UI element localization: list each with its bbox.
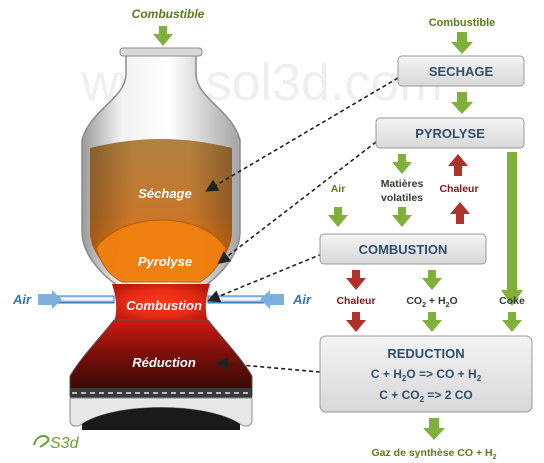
- arrow-air: [328, 207, 348, 227]
- process-flow: Combustible SECHAGE PYROLYSE Matières vo…: [319, 17, 533, 461]
- arrow-sechage-to-pyrolyse: [451, 92, 473, 114]
- r2-b: => 2 CO: [424, 388, 473, 402]
- box-pyrolyse: [375, 117, 525, 149]
- r1-b: O => CO + H: [406, 367, 476, 381]
- volatiles-label-2: volatiles: [381, 192, 423, 204]
- output-sub: 2: [493, 454, 497, 461]
- air-inlet-left: [38, 290, 115, 309]
- r1-a: C + H: [371, 367, 402, 381]
- h2o-sub: 2: [446, 302, 450, 309]
- sol3d-logo: S3d: [33, 435, 80, 452]
- arrow-chaleur-up-upper: [448, 154, 468, 176]
- air-right-label: Air: [292, 292, 312, 307]
- reactor-input-label: Combustible: [132, 7, 205, 21]
- box-pyrolyse-label: PYROLYSE: [415, 126, 485, 141]
- arrow-co2-upper: [422, 270, 442, 290]
- coke-label: Coke: [499, 295, 525, 307]
- chaleur-down-label: Chaleur: [336, 295, 375, 307]
- arrow-volatiles-upper: [392, 154, 412, 174]
- arrow-chaleur-down-upper: [346, 270, 366, 290]
- box-reduction-title: REDUCTION: [387, 346, 464, 361]
- arrow-input-to-sechage: [451, 32, 473, 54]
- reactor: Combustible Séchage Pyrolyse Combustion …: [12, 7, 312, 430]
- dashed-connectors: [205, 77, 399, 373]
- label-reduction: Réduction: [132, 355, 196, 370]
- chaleur-up-label: Chaleur: [439, 183, 478, 195]
- box-reduction: [319, 335, 533, 413]
- zone-pyrolyse: [95, 219, 227, 283]
- box-combustion-label: COMBUSTION: [359, 242, 448, 257]
- r2-a-sub: 2: [420, 395, 425, 404]
- air-left-label: Air: [12, 292, 32, 307]
- arrow-volatiles-lower: [392, 207, 412, 227]
- arrow-coke-lower: [502, 312, 522, 332]
- box-sechage: [397, 55, 525, 87]
- arrow-coke-long: [501, 152, 523, 306]
- flow-air-label: Air: [331, 183, 346, 195]
- arrow-co2-lower: [422, 312, 442, 332]
- connector-pyrolyse: [217, 141, 377, 264]
- logo-mark: [33, 435, 50, 448]
- box-sechage-label: SECHAGE: [429, 64, 494, 79]
- air-arrow-right: [260, 290, 284, 309]
- reaction-1: C + H2O => CO + H2: [371, 367, 482, 383]
- output-part-a: Gaz de synthèse CO + H: [372, 447, 493, 459]
- co2-part-a: CO: [406, 295, 422, 307]
- reactor-neck-ring: [119, 47, 203, 57]
- connector-sechage: [205, 77, 399, 192]
- logo-text: S3d: [50, 435, 80, 452]
- h2o-part-c: O: [449, 295, 457, 307]
- volatiles-label-1: Matières: [381, 178, 424, 190]
- co2-part-b: + H: [426, 295, 446, 307]
- arrow-chaleur-down-lower: [346, 312, 366, 332]
- co2-sub: 2: [422, 302, 426, 309]
- connector-reduction: [214, 357, 321, 373]
- reaction-2: C + CO2 => 2 CO: [379, 388, 473, 404]
- co2-h2o-label: CO2 + H2O: [406, 295, 457, 309]
- reactor-input-arrow: [153, 26, 173, 46]
- output-label: Gaz de synthèse CO + H2: [372, 447, 497, 461]
- label-combustion: Combustion: [126, 298, 202, 313]
- air-inlet-right: [207, 290, 284, 309]
- reactor-grate: [70, 388, 252, 398]
- arrow-chaleur-up-lower: [450, 202, 470, 224]
- air-arrow-left: [38, 290, 62, 309]
- label-sechage: Séchage: [138, 186, 191, 201]
- r1-a-sub: 2: [402, 374, 407, 383]
- box-combustion: [319, 233, 487, 265]
- connector-combustion: [207, 253, 323, 303]
- zone-combustion: [112, 284, 210, 322]
- flow-input-label: Combustible: [429, 17, 496, 29]
- r2-a: C + CO: [379, 388, 419, 402]
- arrow-output: [423, 418, 445, 440]
- label-pyrolyse: Pyrolyse: [138, 254, 192, 269]
- reactor-bottom-dome: [82, 407, 240, 430]
- r1-b-sub: 2: [477, 374, 482, 383]
